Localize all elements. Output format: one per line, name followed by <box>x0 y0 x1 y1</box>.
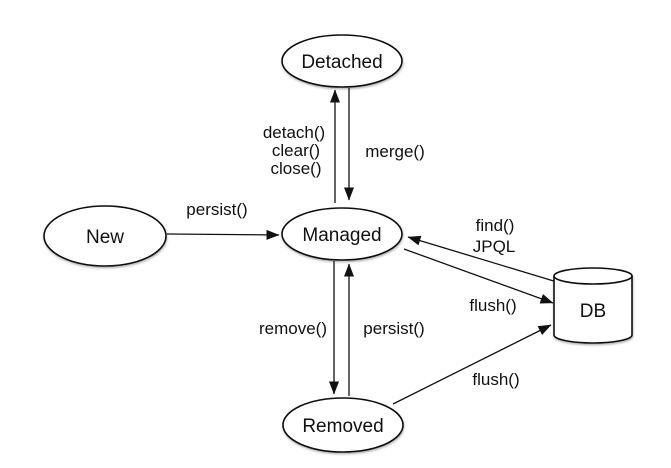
node-removed <box>282 397 404 453</box>
edge-label-close: close() <box>270 159 321 178</box>
edge-label-remove: remove() <box>259 319 327 338</box>
edge-label-merge: merge() <box>365 142 425 161</box>
node-removed-label: Removed <box>302 416 383 437</box>
node-managed-label: Managed <box>302 225 381 246</box>
edge-flush-managed-arrow <box>403 248 554 304</box>
node-detached <box>281 34 403 88</box>
node-detached-label: Detached <box>301 52 382 73</box>
edge-label-flush-managed: flush() <box>469 296 516 315</box>
edge-label-persist-removed: persist() <box>363 319 424 338</box>
edge-label-persist-new: persist() <box>186 200 247 219</box>
node-new-label: New <box>86 227 124 248</box>
edge-flush-removed-arrow <box>392 324 552 405</box>
edge-label-clear: clear() <box>272 141 320 160</box>
edge-label-detach: detach() <box>263 123 325 142</box>
edge-persist-new-arrow <box>166 229 280 240</box>
edge-label-find: find() <box>476 216 515 235</box>
node-db-cylinder <box>553 267 633 344</box>
node-managed <box>281 207 403 261</box>
db-cylinder-body <box>553 276 633 344</box>
db-cylinder-top <box>553 267 633 285</box>
edge-find-arrow <box>407 235 558 283</box>
node-db-label: DB <box>580 301 606 322</box>
edge-label-jpql: JPQL <box>473 237 516 256</box>
node-new <box>43 205 167 267</box>
edge-label-flush-removed: flush() <box>472 370 519 389</box>
